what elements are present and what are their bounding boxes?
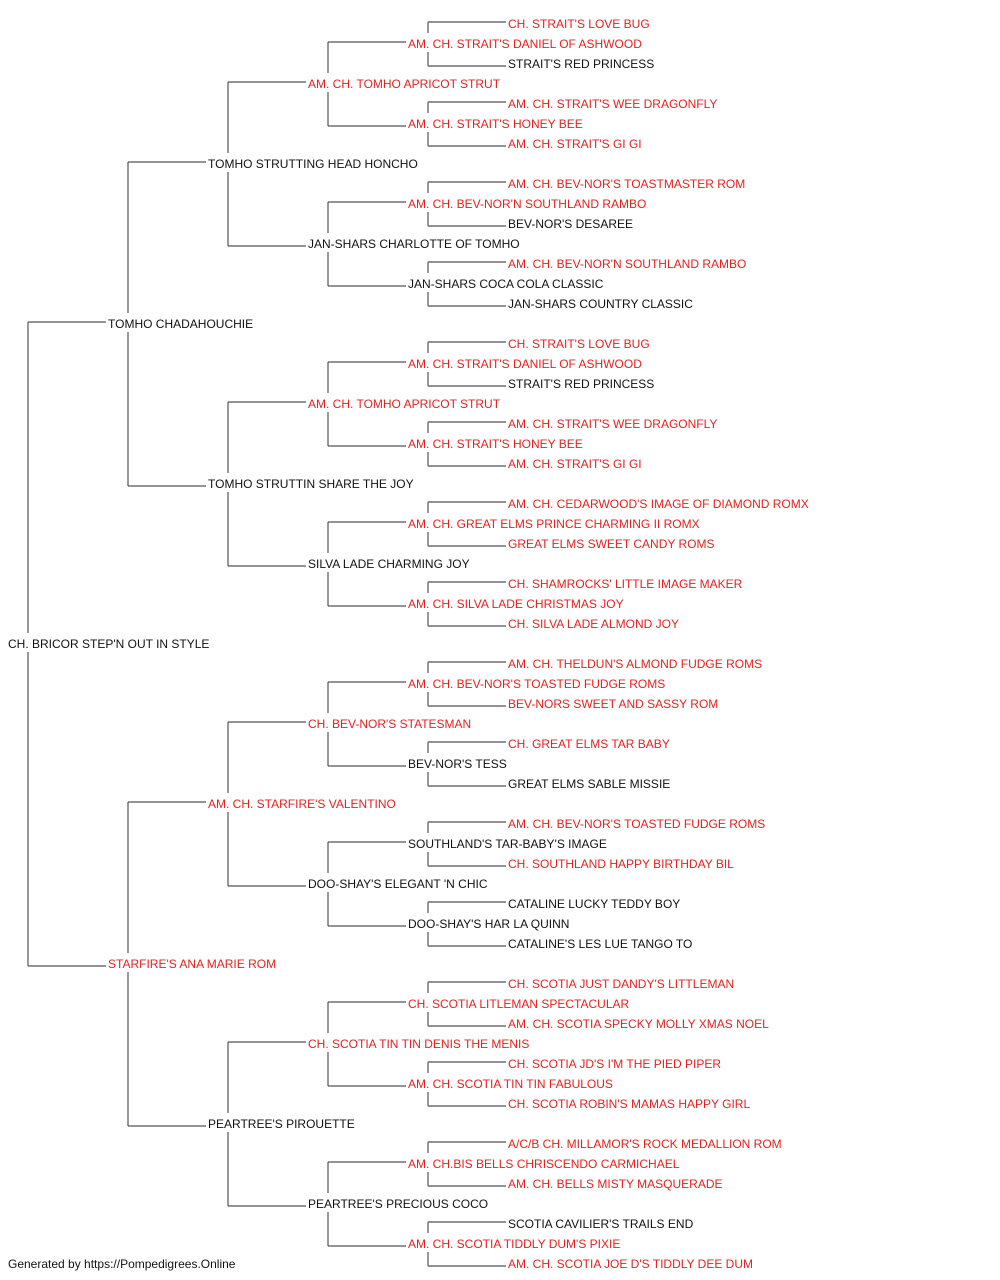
dog-name-gen-5: JAN-SHARS COUNTRY CLASSIC <box>508 297 693 311</box>
dog-name-gen-5: STRAIT'S RED PRINCESS <box>508 377 654 391</box>
dog-name-gen-4: AM. CH. STRAIT'S DANIEL OF ASHWOOD <box>408 357 642 371</box>
dog-name-gen-3: PEARTREE'S PRECIOUS COCO <box>308 1197 488 1211</box>
dog-name-gen-5: BEV-NORS SWEET AND SASSY ROM <box>508 697 718 711</box>
dog-name-gen-3: AM. CH. TOMHO APRICOT STRUT <box>308 77 501 91</box>
dog-name-gen-4: JAN-SHARS COCA COLA CLASSIC <box>408 277 604 291</box>
dog-name-gen-4: CH. SCOTIA LITLEMAN SPECTACULAR <box>408 997 629 1011</box>
dog-name-gen-1: STARFIRE'S ANA MARIE ROM <box>108 957 276 971</box>
dog-name-gen-5: AM. CH. CEDARWOOD'S IMAGE OF DIAMOND ROM… <box>508 497 809 511</box>
dog-name-gen-5: CH. SCOTIA JD'S I'M THE PIED PIPER <box>508 1057 721 1071</box>
dog-name-gen-4: DOO-SHAY'S HAR LA QUINN <box>408 917 569 931</box>
dog-name-gen-5: AM. CH. STRAIT'S WEE DRAGONFLY <box>508 417 717 431</box>
dog-name-gen-5: SCOTIA CAVILIER'S TRAILS END <box>508 1217 694 1231</box>
dog-name-gen-5: AM. CH. SCOTIA JOE D'S TIDDLY DEE DUM <box>508 1257 753 1271</box>
dog-name-gen-5: AM. CH. BEV-NOR'S TOASTMASTER ROM <box>508 177 745 191</box>
dog-name-gen-4: AM. CH. SCOTIA TIN TIN FABULOUS <box>408 1077 613 1091</box>
dog-name-gen-2: PEARTREE'S PIROUETTE <box>208 1117 355 1131</box>
dog-name-gen-4: AM. CH. BEV-NOR'S TOASTED FUDGE ROMS <box>408 677 665 691</box>
dog-name-gen-5: AM. CH. STRAIT'S WEE DRAGONFLY <box>508 97 717 111</box>
dog-name-gen-5: GREAT ELMS SWEET CANDY ROMS <box>508 537 714 551</box>
dog-name-gen-5: CATALINE LUCKY TEDDY BOY <box>508 897 680 911</box>
dog-name-gen-5: AM. CH. BEV-NOR'S TOASTED FUDGE ROMS <box>508 817 765 831</box>
dog-name-gen-3: SILVA LADE CHARMING JOY <box>308 557 470 571</box>
dog-name-gen-5: CH. SCOTIA JUST DANDY'S LITTLEMAN <box>508 977 734 991</box>
dog-name-gen-5: AM. CH. STRAIT'S GI GI <box>508 137 642 151</box>
dog-name-gen-4: AM. CH. SILVA LADE CHRISTMAS JOY <box>408 597 624 611</box>
dog-name-gen-4: AM. CH. STRAIT'S HONEY BEE <box>408 117 583 131</box>
dog-name-gen-4: AM. CH. SCOTIA TIDDLY DUM'S PIXIE <box>408 1237 620 1251</box>
dog-name-gen-2: TOMHO STRUTTIN SHARE THE JOY <box>208 477 414 491</box>
dog-name-gen-5: CH. GREAT ELMS TAR BABY <box>508 737 670 751</box>
dog-name-gen-3: JAN-SHARS CHARLOTTE OF TOMHO <box>308 237 520 251</box>
dog-name-gen-3: CH. BEV-NOR'S STATESMAN <box>308 717 471 731</box>
dog-name-gen-2: TOMHO STRUTTING HEAD HONCHO <box>208 157 418 171</box>
dog-name-gen-2: AM. CH. STARFIRE'S VALENTINO <box>208 797 396 811</box>
dog-name-gen-5: BEV-NOR'S DESAREE <box>508 217 633 231</box>
dog-name-gen-4: AM. CH.BIS BELLS CHRISCENDO CARMICHAEL <box>408 1157 680 1171</box>
dog-name-gen-5: AM. CH. STRAIT'S GI GI <box>508 457 642 471</box>
dog-name-gen-4: AM. CH. STRAIT'S HONEY BEE <box>408 437 583 451</box>
dog-name-gen-0: CH. BRICOR STEP'N OUT IN STYLE <box>8 637 209 651</box>
dog-name-gen-5: A/C/B CH. MILLAMOR'S ROCK MEDALLION ROM <box>508 1137 782 1151</box>
dog-name-gen-1: TOMHO CHADAHOUCHIE <box>108 317 253 331</box>
dog-name-gen-4: AM. CH. BEV-NOR'N SOUTHLAND RAMBO <box>408 197 646 211</box>
dog-name-gen-5: CH. SOUTHLAND HAPPY BIRTHDAY BIL <box>508 857 734 871</box>
dog-name-gen-4: BEV-NOR'S TESS <box>408 757 507 771</box>
dog-name-gen-4: AM. CH. GREAT ELMS PRINCE CHARMING II RO… <box>408 517 700 531</box>
dog-name-gen-5: AM. CH. BEV-NOR'N SOUTHLAND RAMBO <box>508 257 746 271</box>
dog-name-gen-5: CH. SILVA LADE ALMOND JOY <box>508 617 679 631</box>
dog-name-gen-5: CH. STRAIT'S LOVE BUG <box>508 337 650 351</box>
dog-name-gen-5: STRAIT'S RED PRINCESS <box>508 57 654 71</box>
dog-name-gen-5: AM. CH. SCOTIA SPECKY MOLLY XMAS NOEL <box>508 1017 769 1031</box>
dog-name-gen-5: CH. STRAIT'S LOVE BUG <box>508 17 650 31</box>
dog-name-gen-4: SOUTHLAND'S TAR-BABY'S IMAGE <box>408 837 607 851</box>
dog-name-gen-5: CATALINE'S LES LUE TANGO TO <box>508 937 692 951</box>
dog-name-gen-3: DOO-SHAY'S ELEGANT 'N CHIC <box>308 877 488 891</box>
dog-name-gen-3: CH. SCOTIA TIN TIN DENIS THE MENIS <box>308 1037 529 1051</box>
dog-name-gen-3: AM. CH. TOMHO APRICOT STRUT <box>308 397 501 411</box>
dog-name-gen-5: CH. SHAMROCKS' LITTLE IMAGE MAKER <box>508 577 743 591</box>
dog-name-gen-5: GREAT ELMS SABLE MISSIE <box>508 777 670 791</box>
dog-name-gen-5: CH. SCOTIA ROBIN'S MAMAS HAPPY GIRL <box>508 1097 750 1111</box>
dog-name-gen-4: AM. CH. STRAIT'S DANIEL OF ASHWOOD <box>408 37 642 51</box>
footer-credit: Generated by https://Pompedigrees.Online <box>8 1257 236 1271</box>
dog-name-gen-5: AM. CH. THELDUN'S ALMOND FUDGE ROMS <box>508 657 762 671</box>
dog-name-gen-5: AM. CH. BELLS MISTY MASQUERADE <box>508 1177 723 1191</box>
